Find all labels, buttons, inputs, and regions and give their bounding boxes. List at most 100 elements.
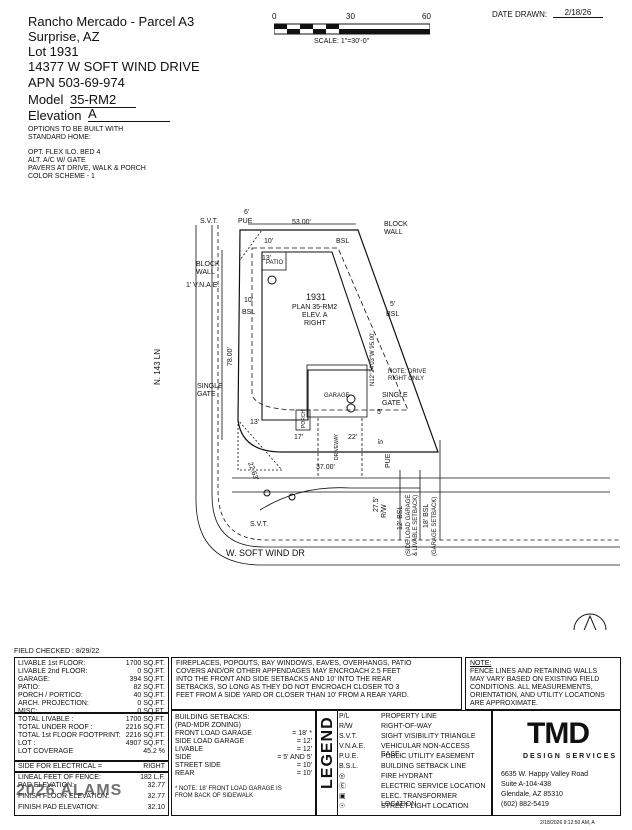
- note-line-2: COVERS AND/OR OTHER APPENDAGES MAY ENCRO…: [176, 668, 401, 675]
- svt-bottom: S.V.T.: [250, 521, 268, 528]
- setback-value: = 12': [296, 738, 312, 745]
- legend-item: ▣ELEC. TRANSFORMER LOCATION: [339, 793, 489, 808]
- area-value: 1700 SQ.FT.: [125, 660, 165, 667]
- setback-row: SIDE LOAD GARAGE = 12': [175, 738, 312, 746]
- pad-elev-label: PAD ELEVATION:: [18, 782, 75, 789]
- pad-elev-value: 32.77: [147, 782, 165, 789]
- options-title-1: OPTIONS TO BE BUILT WITH: [28, 126, 124, 133]
- model-label: Model: [28, 92, 64, 107]
- area-label: MISC:: [18, 708, 38, 715]
- total-label: TOTAL 1st FLOOR FOOTPRINT:: [18, 732, 121, 739]
- elevation-label: Elevation: [28, 108, 82, 123]
- print-stamp: 2/18/2026 9:12:50 AM, A: [540, 820, 595, 826]
- dim-13-bottom: 13': [250, 419, 259, 426]
- legend-symbol: V.N.A.E.: [339, 743, 366, 750]
- dim-5-right: 5': [390, 301, 395, 308]
- setbacks-table: BUILDING SETBACKS: (PAD-MDR ZONING) FRON…: [171, 710, 316, 816]
- note-line-3: INTO THE FRONT AND SIDE SETBACKS AND 10'…: [176, 676, 392, 683]
- plan-name: PLAN 35-RM2: [292, 304, 337, 311]
- plan-lot: 1931: [306, 292, 326, 302]
- street-front-label: W. SOFT WIND DR: [226, 548, 305, 558]
- city-state: Surprise, AZ: [28, 29, 100, 44]
- scale-tick-30: 30: [346, 12, 355, 21]
- total-label: TOTAL LIVABLE :: [18, 716, 74, 723]
- area-value: 0 SQ.FT.: [137, 668, 165, 675]
- legend-item: V.N.A.E.VEHICULAR NON-ACCESS EASE.: [339, 743, 489, 758]
- option-line-3: PAVERS AT DRIVE, WALK & PORCH: [28, 165, 146, 172]
- plan-elev: ELEV. A: [302, 312, 328, 319]
- legend-text: RIGHT-OF-WAY: [381, 723, 432, 730]
- setback-label: SIDE LOAD GARAGE: [175, 738, 245, 745]
- field-checked: FIELD CHECKED : 8/29/22: [14, 648, 100, 655]
- street-light-icon: ☉: [339, 803, 346, 810]
- block-wall-l1: BLOCK: [196, 261, 220, 268]
- fence-note-4: ORIENTATION, AND UTILITY LOCATIONS: [470, 692, 605, 699]
- fence-note: NOTE: FENCE LINES AND RETAINING WALLS MA…: [465, 657, 621, 710]
- area-row: GARAGE:394 SQ.FT.: [18, 676, 165, 684]
- area-row: ARCH. PROJECTION:0 SQ.FT.: [18, 700, 165, 708]
- vnae-label: 1' V.N.A.E.: [186, 282, 219, 289]
- apn-number: APN 503-69-974: [28, 75, 125, 90]
- legend-item: ◎ FIRE HYDRANT: [339, 773, 489, 783]
- block-wall-r1: BLOCK: [384, 221, 408, 228]
- legend-text: SIGHT VISIBILITY TRIANGLE: [381, 733, 476, 740]
- legend-text: FIRE HYDRANT: [381, 773, 433, 780]
- porch-label: PORCH: [301, 410, 307, 428]
- setback-value: = 10': [296, 770, 312, 777]
- total-row: TOTAL LIVABLE : 1700 SQ.FT.: [18, 716, 165, 724]
- ffe-value: 32.77: [147, 793, 165, 800]
- side-load-3: & LIVABLE SETBACK): [413, 495, 419, 556]
- scale-text: SCALE: 1"=30'-0": [314, 38, 370, 45]
- note-drive-1: NOTE: DRIVE: [388, 369, 426, 375]
- date-drawn-value: 2/18/26: [553, 8, 603, 18]
- hydrant-icon: ◎: [339, 773, 346, 780]
- block-wall-r2: WALL: [384, 229, 403, 236]
- total-value: 2216 SQ.FT.: [125, 724, 165, 731]
- setback-row: LIVABLE= 12': [175, 746, 312, 754]
- side-load-1: 12' BSL: [397, 506, 404, 530]
- electrical-value: RIGHT: [143, 763, 165, 770]
- street-side-label: N. 143 LN: [153, 349, 162, 385]
- elevation-value: A: [88, 106, 170, 122]
- area-label: GARAGE:: [18, 676, 50, 683]
- area-value: 0 SQ.FT.: [137, 700, 165, 707]
- electrical-label: SIDE FOR ELECTRICAL =: [18, 763, 102, 770]
- single-gate-l2: GATE: [197, 391, 216, 398]
- setback-row: FRONT LOAD GARAGE= 18' *: [175, 730, 312, 738]
- total-value: 1700 SQ.FT.: [125, 716, 165, 723]
- setback-value: = 12': [296, 746, 312, 753]
- company-logo: TMD: [527, 717, 590, 750]
- single-gate-r2: GATE: [382, 400, 401, 407]
- area-value: 40 SQ.FT.: [133, 692, 165, 699]
- area-value: 0 SQ.FT.: [137, 708, 165, 715]
- note-line-4: SETBACKS, SO LONG AS THEY DO NOT ENCROAC…: [176, 684, 400, 691]
- svt-top: S.V.T.: [200, 218, 218, 225]
- bsl-side: BSL: [242, 309, 255, 316]
- dim-17: 17': [294, 434, 303, 441]
- total-label: TOTAL UNDER ROOF :: [18, 724, 93, 731]
- pue-top: PUE: [238, 218, 253, 225]
- dim-53: 53.00': [292, 219, 311, 226]
- fence-label: LINEAL FEET OF FENCE:: [18, 774, 101, 781]
- pue-right: PUE: [385, 453, 392, 468]
- company-tagline: DESIGN SERVICES: [523, 753, 618, 760]
- watermark: 2026 ALAMS: [16, 782, 123, 799]
- option-line-2: ALT. A/C W/ GATE: [28, 157, 86, 164]
- area-label: PATIO:: [18, 684, 40, 691]
- legend-symbol: P.U.E.: [339, 753, 359, 760]
- legend-title: LEGEND: [319, 716, 336, 789]
- dim-6: 6': [244, 209, 249, 216]
- area-label: LIVABLE 1st FLOOR:: [18, 660, 86, 667]
- encroachment-note: FIREPLACES, POPOUTS, BAY WINDOWS, EAVES,…: [171, 657, 462, 710]
- options-block: OPTIONS TO BE BUILT WITH STANDARD HOME: …: [28, 126, 146, 181]
- company-phone: (602) 882-5419: [501, 801, 549, 808]
- dim-13-top: 13': [262, 255, 271, 262]
- garage-label: GARAGE: [324, 393, 350, 399]
- note-drive-2: RIGHT ONLY: [388, 376, 424, 382]
- setbacks-footnote-2: FROM BACK OF SIDEWALK: [175, 793, 254, 799]
- fence-note-2: MAY VARY BASED ON EXISTING FIELD: [470, 676, 600, 683]
- area-row: LIVABLE 2nd FLOOR:0 SQ.FT.: [18, 668, 165, 676]
- total-value: 4907 SQ.FT.: [125, 740, 165, 747]
- legend-item: B.S.L.BUILDING SETBACK LINE: [339, 763, 489, 773]
